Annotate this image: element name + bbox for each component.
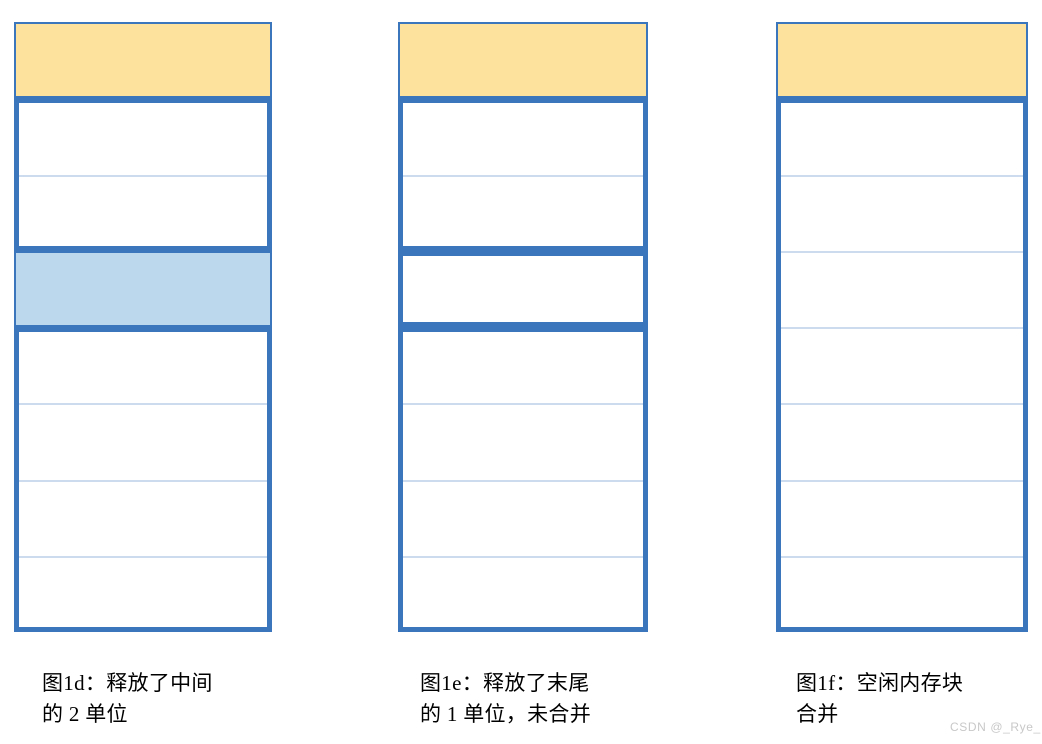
free-block-bottom: [398, 327, 648, 632]
block-stack: [398, 22, 648, 632]
block-stack: [776, 22, 1028, 632]
caption-line-2: 的 2 单位: [42, 702, 128, 726]
freed-block-middle: [14, 250, 272, 327]
caption-fig-1e: 图1e：释放了末尾的 1 单位，未合并: [420, 668, 720, 730]
unit-divider-line: [19, 479, 267, 482]
free-block-bottom: [14, 327, 272, 632]
unit-divider-line: [781, 174, 1023, 177]
allocated-block-second: [14, 98, 272, 251]
caption-line-1: 图1d：释放了中间: [42, 671, 213, 695]
unit-divider-line: [19, 403, 267, 406]
allocated-block-top: [14, 22, 272, 99]
unit-divider-line: [403, 403, 643, 406]
csdn-watermark: CSDN @_Rye_: [950, 720, 1041, 734]
unit-divider-line: [781, 555, 1023, 558]
allocated-block-top: [398, 22, 648, 99]
caption-fig-1d: 图1d：释放了中间的 2 单位: [42, 668, 342, 730]
unit-divider-line: [781, 250, 1023, 253]
block-stack: [14, 22, 272, 632]
unit-divider-line: [403, 479, 643, 482]
caption-line-2: 的 1 单位，未合并: [420, 702, 591, 726]
unit-divider-line: [403, 555, 643, 558]
unit-divider-line: [19, 555, 267, 558]
caption-line-2: 合并: [796, 702, 839, 726]
unit-divider-line: [403, 174, 643, 177]
caption-line-1: 图1e：释放了末尾: [420, 671, 590, 695]
memory-column-fig-1e: [398, 22, 648, 632]
memory-column-fig-1d: [14, 22, 272, 632]
caption-fig-1f: 图1f：空闲内存块合并: [796, 668, 1042, 730]
free-block-third: [398, 250, 648, 327]
unit-divider-line: [781, 403, 1023, 406]
unit-divider-line: [19, 174, 267, 177]
unit-divider-line: [781, 327, 1023, 329]
free-block-second: [398, 98, 648, 251]
caption-line-1: 图1f：空闲内存块: [796, 671, 964, 695]
unit-divider-line: [781, 479, 1023, 482]
merged-free-block: [776, 98, 1028, 632]
memory-column-fig-1f: [776, 22, 1028, 632]
allocated-block-top: [776, 22, 1028, 99]
